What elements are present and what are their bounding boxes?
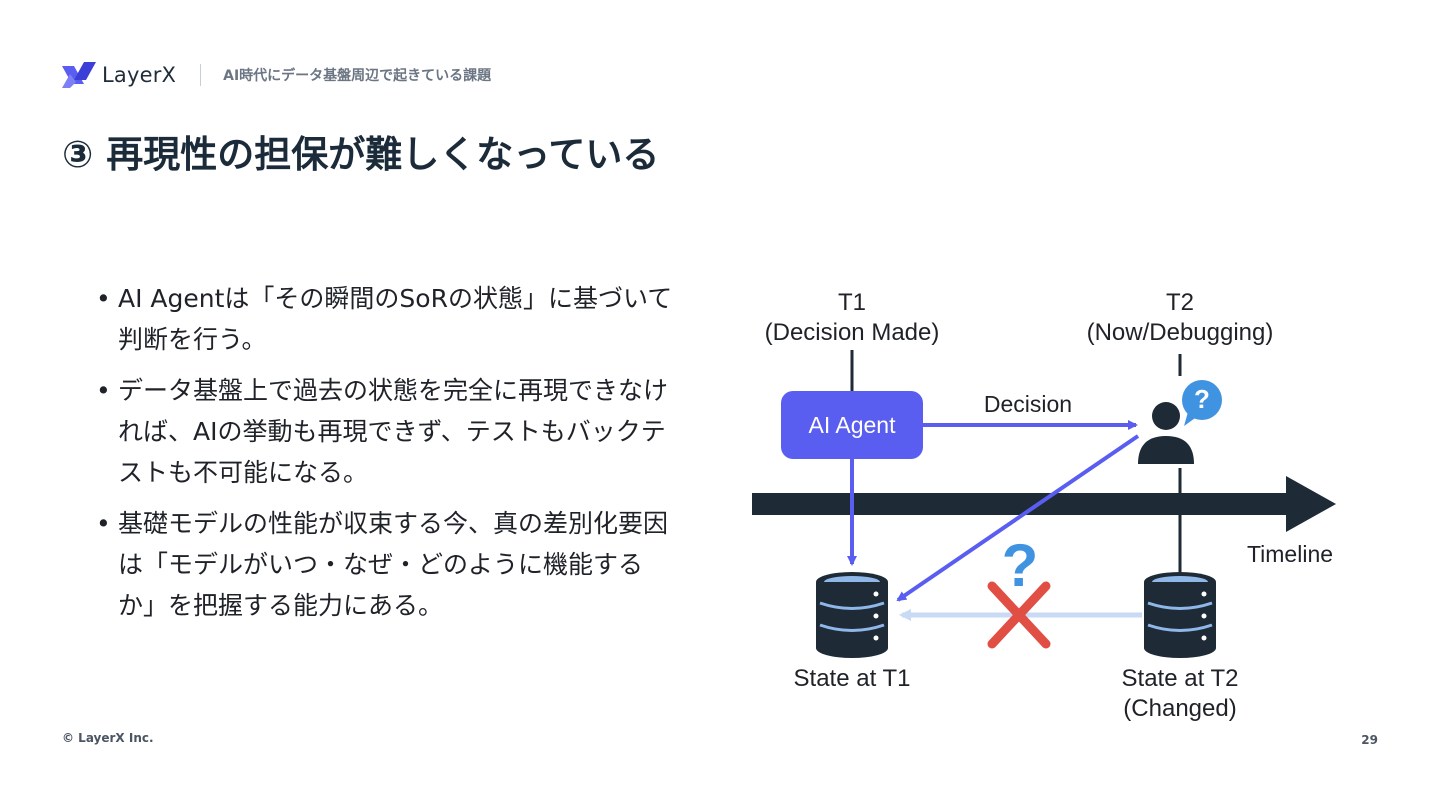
reproducibility-diagram: T1 (Decision Made) T2 (Now/Debugging) AI… bbox=[700, 250, 1400, 730]
bullet-item: AI Agentは「その瞬間のSoRの状態」に基づいて判断を行う。 bbox=[96, 278, 676, 360]
question-bubble-icon bbox=[1182, 380, 1222, 426]
bullet-list: AI Agentは「その瞬間のSoRの状態」に基づいて判断を行う。 データ基盤上… bbox=[96, 278, 676, 636]
state-t2-subtitle: (Changed) bbox=[1123, 695, 1237, 722]
bullet-item: データ基盤上で過去の状態を完全に再現できなければ、AIの挙動も再現できず、テスト… bbox=[96, 370, 676, 493]
database-t2-icon bbox=[1144, 572, 1216, 658]
timeline-arrowhead bbox=[1286, 476, 1336, 532]
database-t1-icon bbox=[816, 572, 888, 658]
state-t1-label: State at T1 bbox=[793, 665, 911, 692]
t1-title: T1 bbox=[837, 289, 866, 316]
ai-agent-box: AI Agent bbox=[781, 391, 923, 459]
cross-icon bbox=[987, 581, 1051, 649]
bubble-question-mark: ? bbox=[1194, 384, 1210, 414]
lost-state-question-mark: ? bbox=[1001, 532, 1039, 599]
section-title: AI時代にデータ基盤周辺で起きている課題 bbox=[223, 68, 492, 84]
header-divider bbox=[200, 64, 202, 86]
page-title: ③ 再現性の担保が難しくなっている bbox=[62, 133, 660, 176]
person-icon bbox=[1138, 402, 1194, 464]
header: LayerX AI時代にデータ基盤周辺で起きている課題 bbox=[62, 60, 491, 90]
t2-title: T2 bbox=[1165, 289, 1194, 316]
diagram-graphics bbox=[752, 350, 1336, 658]
t1-subtitle: (Decision Made) bbox=[764, 319, 940, 346]
state-t2-title: State at T2 bbox=[1121, 665, 1239, 692]
timeline-label: Timeline bbox=[1246, 541, 1334, 567]
debug-to-state-arrow bbox=[896, 434, 1140, 602]
brand-name: LayerX bbox=[102, 63, 177, 87]
decision-label: Decision bbox=[983, 391, 1073, 417]
timeline-bar bbox=[752, 493, 1292, 515]
t2-subtitle: (Now/Debugging) bbox=[1086, 319, 1274, 346]
layerx-logo-icon bbox=[62, 62, 96, 88]
bullet-item: 基礎モデルの性能が収束する今、真の差別化要因は「モデルがいつ・なぜ・どのように機… bbox=[96, 503, 676, 626]
page-number: 29 bbox=[1361, 733, 1378, 747]
footer-copyright: © LayerX Inc. bbox=[62, 731, 154, 745]
